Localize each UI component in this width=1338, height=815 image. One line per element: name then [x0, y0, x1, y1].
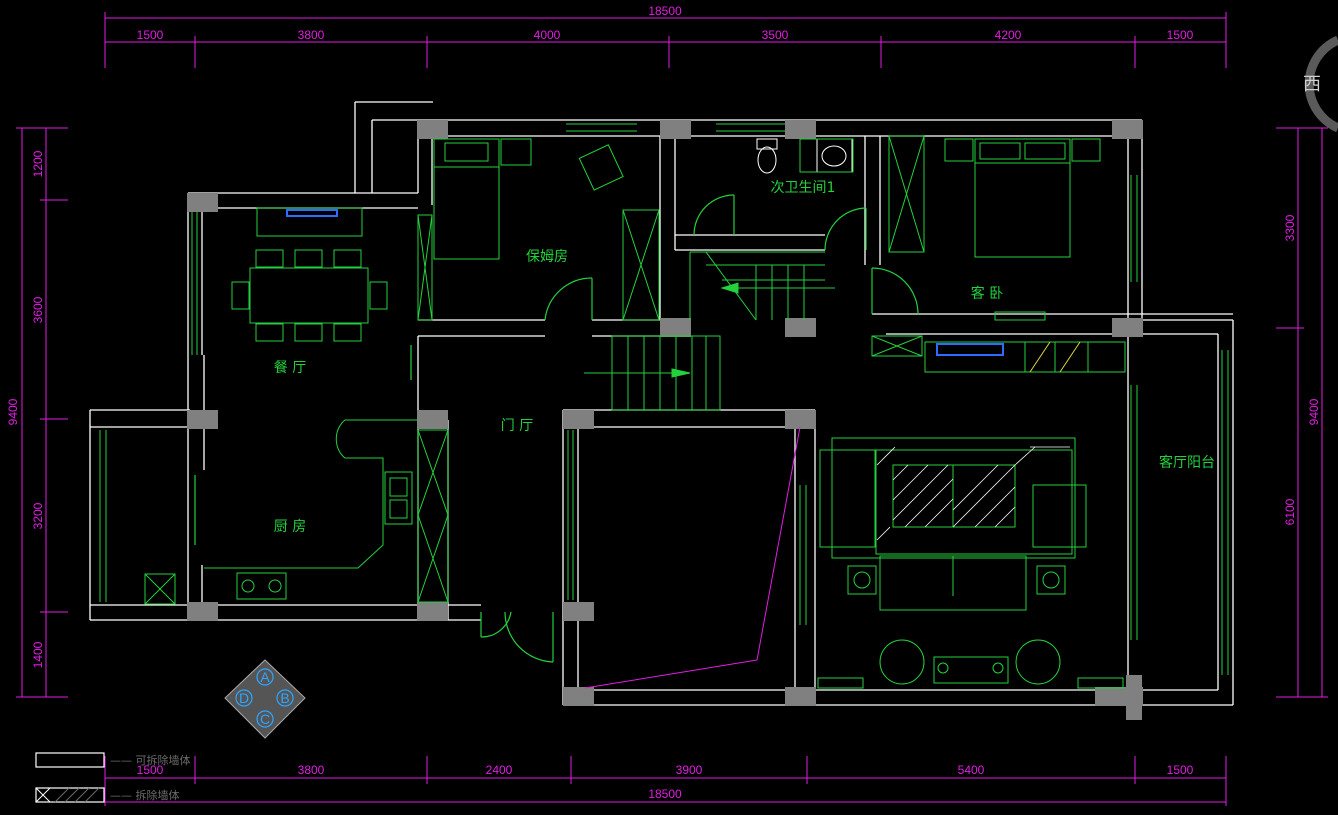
kitchen-counter — [144, 419, 449, 605]
guest-bath-cabinet — [799, 135, 925, 253]
guest-bedroom-wardrobe — [871, 335, 1126, 373]
top-dim-4: 3500 — [762, 28, 789, 42]
chimney-detail — [417, 214, 433, 321]
compass-b: B — [280, 690, 289, 706]
dining-cabinet-inner — [286, 209, 338, 217]
room-label-kitchen: 厨 房 — [274, 519, 306, 535]
top-dim-1: 1500 — [137, 28, 164, 42]
compass-d: D — [239, 690, 249, 706]
room-label-dining: 餐 厅 — [274, 360, 306, 376]
walls — [89, 101, 1234, 706]
room-label-guest-bedroom: 客 卧 — [971, 285, 1003, 302]
guest-bedroom-furniture — [944, 138, 1101, 321]
left-total-dim: 9400 — [6, 398, 20, 425]
top-dimensions — [104, 12, 1227, 68]
top-dim-6: 1500 — [1167, 28, 1194, 42]
top-dim-3: 4000 — [534, 28, 561, 42]
staircase — [584, 251, 835, 411]
bottom-dim-3: 2400 — [486, 763, 513, 777]
compass-a: A — [260, 669, 270, 685]
legend-removable-wall: —— 可拆除墙体 — [110, 753, 191, 767]
bottom-dim-1: 1500 — [137, 763, 164, 777]
bottom-dim-2: 3800 — [298, 763, 325, 777]
room-label-foyer: 门 厅 — [501, 418, 533, 434]
right-dimensions — [1276, 127, 1328, 698]
left-dim-2: 3600 — [31, 296, 45, 323]
diagonal-markers — [584, 426, 801, 689]
bottom-dim-4: 3900 — [676, 763, 703, 777]
bottom-dim-6: 1500 — [1167, 763, 1194, 777]
living-rug-hatch — [876, 446, 1070, 541]
top-dim-5: 4200 — [995, 28, 1022, 42]
legend-demolish-wall: —— 拆除墙体 — [110, 788, 180, 802]
orientation-west-label: 西 — [1303, 74, 1321, 95]
tv-cabinet-bedroom — [936, 343, 1004, 356]
columns — [187, 120, 1143, 720]
doors — [194, 194, 919, 663]
left-dim-1: 1200 — [31, 150, 45, 177]
right-dim-1: 3300 — [1283, 214, 1297, 241]
room-label-living-balcony: 客厅阳台 — [1159, 454, 1215, 471]
bottom-dimensions — [104, 756, 1227, 806]
windows — [99, 123, 1229, 675]
top-total-dim: 18500 — [648, 4, 682, 18]
left-dimensions — [16, 127, 68, 698]
compass — [224, 659, 306, 739]
orientation-arc — [1304, 35, 1338, 133]
top-dim-2: 3800 — [298, 28, 325, 42]
room-label-nanny: 保姆房 — [526, 249, 568, 265]
right-total-dim: 9400 — [1307, 398, 1321, 425]
nanny-room-furniture — [433, 138, 660, 321]
right-dim-2: 6100 — [1283, 498, 1297, 525]
left-dim-3: 3200 — [31, 502, 45, 529]
dining-furniture — [231, 207, 388, 342]
bottom-total-dim: 18500 — [648, 787, 682, 801]
guest-bath-fixtures — [756, 138, 853, 174]
room-label-guest-bath: 次卫生间1 — [771, 180, 836, 196]
living-room-furniture — [817, 437, 1124, 689]
left-dim-4: 1400 — [31, 641, 45, 668]
bottom-dim-5: 5400 — [958, 763, 985, 777]
legend — [35, 752, 105, 803]
compass-c: C — [260, 711, 270, 727]
